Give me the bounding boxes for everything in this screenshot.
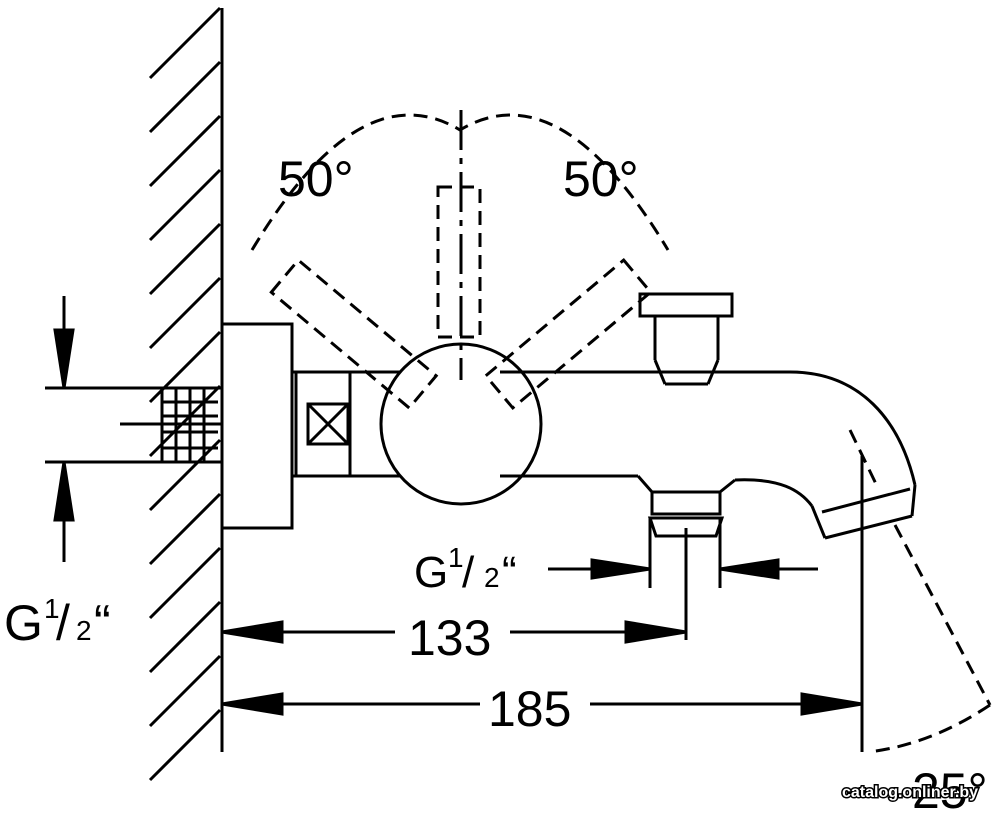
thread-bottom-quote: “ [502, 548, 517, 597]
watermark-text: catalog.onliner.by [842, 784, 978, 801]
wall-hatch-line [148, 60, 222, 134]
thread-dimension-left [53, 296, 75, 562]
inlet-pipe [45, 386, 222, 464]
lever-center-position [436, 185, 482, 339]
width-133-label: 133 [408, 610, 491, 666]
wall-hatch-line [148, 708, 222, 782]
thread-label-bottom: G 1 / 2 “ [414, 542, 517, 597]
thread-left-numerator: 1 [44, 593, 60, 624]
diverter-knob [638, 292, 734, 386]
wall [148, 6, 224, 782]
thread-bottom-slash: / [462, 548, 475, 597]
thread-left-quote: “ [94, 595, 111, 651]
thread-label-left: G 1 / 2 “ [4, 593, 111, 651]
wall-hatch-line [148, 6, 222, 80]
wall-hatch-line [148, 114, 222, 188]
wall-hatching [148, 6, 222, 782]
thread-bottom-denominator: 2 [484, 562, 500, 593]
width-185-label: 185 [488, 681, 571, 737]
connector-nut [292, 370, 400, 478]
wall-flange [220, 322, 294, 530]
thread-left-denominator: 2 [76, 615, 92, 646]
wall-hatch-line [148, 654, 222, 728]
thread-left-base: G [4, 595, 43, 651]
wall-hatch-line [148, 546, 222, 620]
wall-hatch-line [148, 276, 222, 350]
wall-hatch-line [148, 600, 222, 674]
width-dimensions [221, 456, 864, 752]
thread-dimension-bottom [548, 518, 818, 588]
wall-hatch-line [148, 168, 222, 242]
angle-left-label: 50° [278, 151, 354, 207]
angle-spout-label: 25° [912, 763, 988, 816]
lever-right-position [483, 257, 653, 411]
spout-swing-indicators [848, 429, 992, 754]
thread-left-slash: / [56, 595, 70, 651]
mixer-body [500, 370, 917, 540]
thread-bottom-numerator: 1 [448, 542, 464, 573]
wall-hatch-line [148, 222, 222, 296]
wall-hatch-line [148, 438, 222, 512]
thread-bottom-base: G [414, 548, 448, 597]
angle-right-label: 50° [563, 151, 639, 207]
wall-hatch-line [148, 492, 222, 566]
